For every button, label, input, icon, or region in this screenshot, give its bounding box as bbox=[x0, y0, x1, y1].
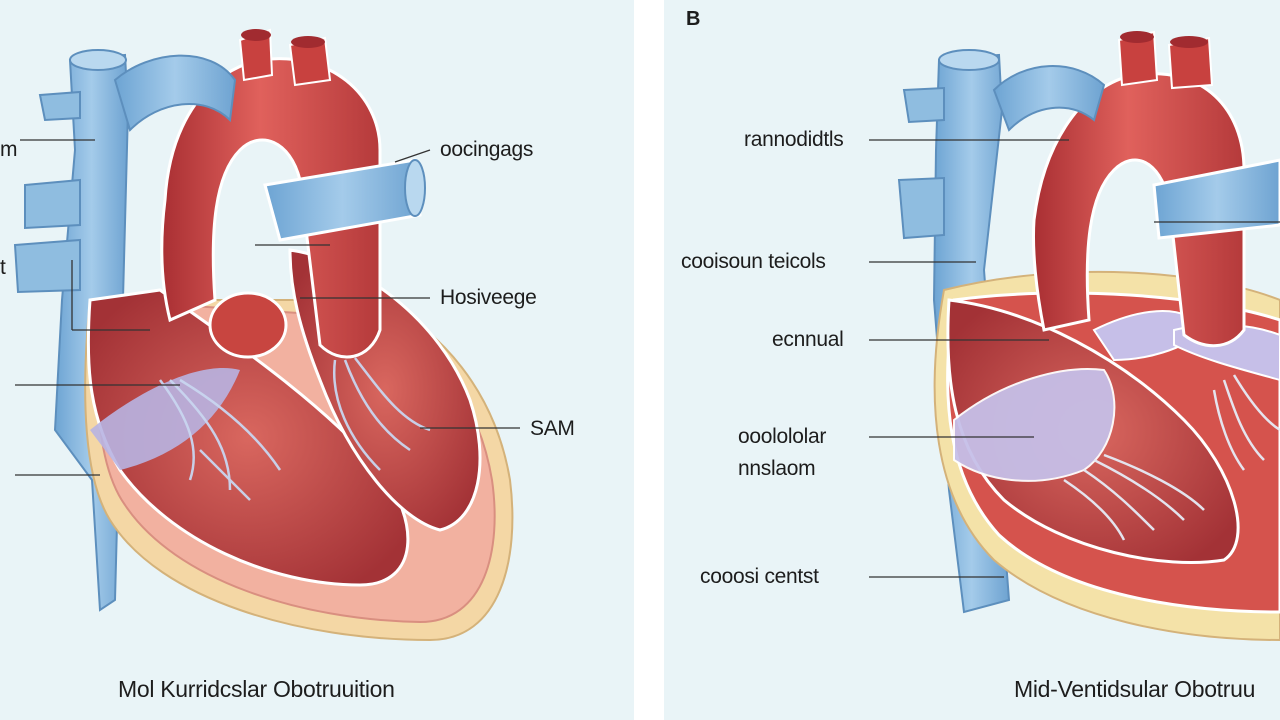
chordae-b bbox=[1063, 374, 1280, 541]
heart-illustration-b bbox=[869, 30, 1280, 642]
panel-b: B rannodidtls cooisoun teicols ecnnual o… bbox=[664, 0, 1280, 720]
panel-b-letter: B bbox=[686, 8, 701, 30]
pulmonary-vessel bbox=[113, 54, 237, 132]
septal-bulge bbox=[953, 368, 1116, 482]
label-lines-b bbox=[869, 139, 1280, 578]
chordae-a bbox=[158, 357, 431, 501]
label-a-left-2: t bbox=[0, 256, 6, 279]
label-b-1: rannodidtls bbox=[744, 128, 844, 151]
aorta-b bbox=[1031, 72, 1246, 348]
label-b-4a: ooolololar bbox=[738, 425, 827, 448]
label-b-2: cooisoun teicols bbox=[681, 250, 826, 273]
label-a-left-1: m bbox=[0, 138, 18, 161]
label-b-5: cooosi centst bbox=[700, 565, 819, 588]
valve-ring bbox=[208, 291, 288, 359]
label-a-right-2: Hosiveege bbox=[440, 286, 537, 309]
panel-a: m t oocingags Hosiveege SAM Mol Kurridcs… bbox=[0, 0, 634, 720]
caption-a: Mol Kurridcslar Obotruuition bbox=[118, 676, 395, 702]
heart-illustration-a bbox=[13, 28, 520, 642]
label-lines-a bbox=[15, 139, 520, 476]
caption-b: Mid-Ventidsular Obotruu bbox=[1014, 676, 1256, 702]
panel-divider bbox=[634, 0, 664, 720]
label-a-sam: SAM bbox=[530, 417, 575, 440]
label-a-right-1: oocingags bbox=[440, 138, 534, 161]
label-b-3: ecnnual bbox=[772, 328, 844, 351]
label-b-4b: nnslaom bbox=[738, 457, 816, 480]
